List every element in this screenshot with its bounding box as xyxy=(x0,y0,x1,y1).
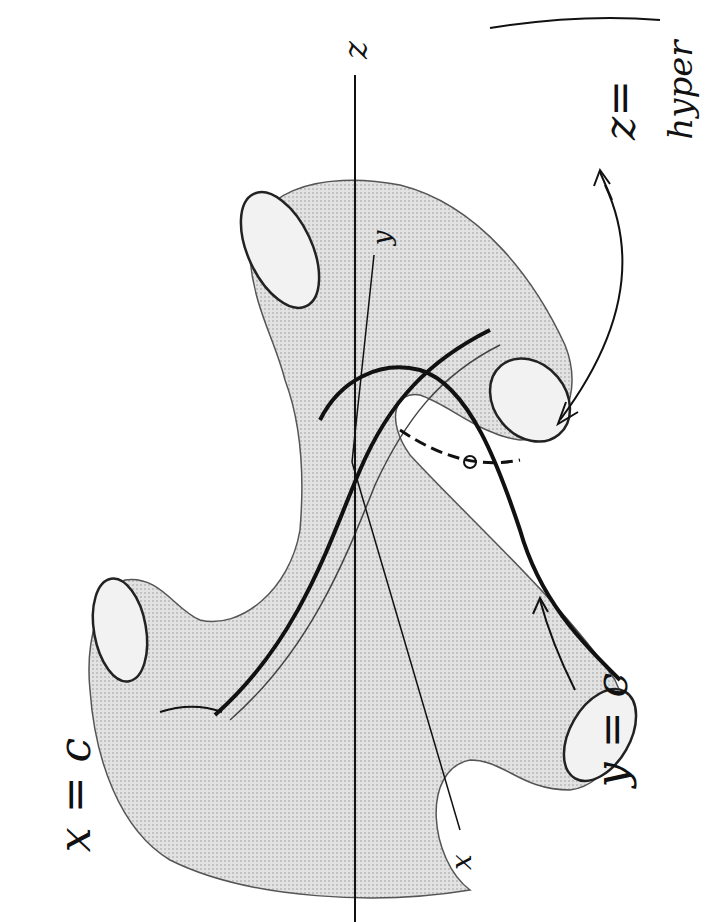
z-trace xyxy=(400,430,520,463)
arrow-head xyxy=(558,402,578,424)
axis-label: z xyxy=(338,41,372,59)
leader-line xyxy=(540,600,575,690)
curve-label: y = c xyxy=(590,673,634,787)
end-curve xyxy=(225,180,335,319)
leader-line xyxy=(490,18,660,420)
y-trace xyxy=(320,367,620,680)
saddle-surface xyxy=(89,180,624,897)
arrow-head xyxy=(533,598,548,614)
end-curve xyxy=(473,342,586,457)
axis-label: y xyxy=(369,231,395,246)
x-axis xyxy=(352,462,460,830)
point xyxy=(464,456,476,468)
y-axis xyxy=(352,255,374,462)
end-curve xyxy=(85,574,154,685)
curve-label: hyper xyxy=(663,40,697,139)
axis-label: x xyxy=(448,854,476,870)
leader-line xyxy=(160,707,222,712)
z-axis xyxy=(354,75,356,922)
curve-label: z= xyxy=(598,80,642,140)
curve-label: x = c xyxy=(53,738,97,852)
arrow-head xyxy=(594,170,610,186)
